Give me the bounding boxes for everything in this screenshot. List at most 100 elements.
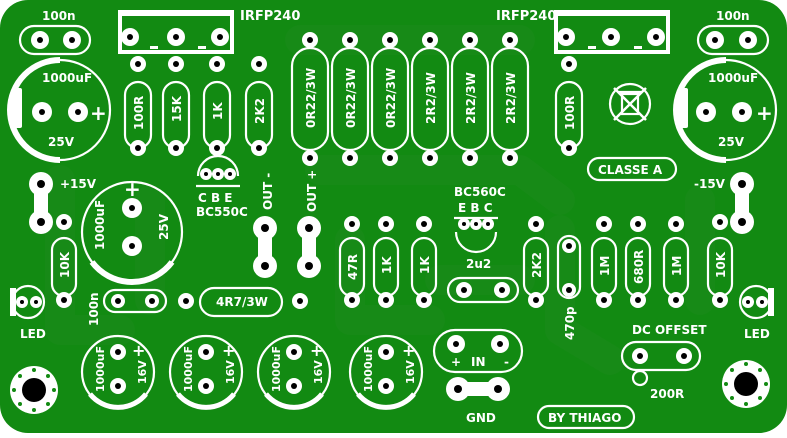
cap-1000uf-bottom-1: + 1000uF 16V — [80, 334, 156, 410]
cap-25v-mid-label: 25V — [157, 213, 171, 240]
resistor-1k-b: 1K — [410, 216, 438, 308]
cap-25v-tl-label: 25V — [48, 135, 75, 149]
cap-1000uf-bottom-2: + 1000uF 16V — [168, 334, 244, 410]
res-2r2-3-label: 2R2/3W — [504, 72, 518, 124]
res-2k2-top-label: 2K2 — [253, 98, 267, 124]
cap-470p: 470p — [556, 234, 582, 340]
plus-sign-mid: + — [124, 177, 141, 201]
resistor-1k-a: 1K — [372, 216, 400, 308]
res-1k-a-label: 1K — [380, 256, 394, 274]
cap-1000uf-tl-label: 1000uF — [42, 71, 92, 85]
res-0r22-2-label: 0R22/3W — [344, 68, 358, 128]
terminal-plus-15v: +15V — [29, 172, 97, 234]
resistor-4r7-3w: 4R7/3W — [178, 286, 308, 318]
res-1m-a-label: 1M — [598, 256, 612, 276]
res-100r-left-label: 100R — [132, 96, 146, 130]
transistor-bc560c: BC560C E B C — [454, 185, 506, 254]
irfp240-right: IRFP240 — [496, 9, 670, 54]
out-plus-label: OUT + — [305, 170, 319, 212]
cap-100n-top-right: 100n — [696, 9, 770, 56]
res-2r2-2-label: 2R2/3W — [464, 72, 478, 124]
led-left: LED — [10, 284, 46, 341]
res-100r-right-label: 100R — [563, 96, 577, 130]
cap-bot-3v-label: 16V — [312, 360, 325, 384]
resistor-47r: 47R — [338, 216, 366, 308]
cap-1000uf-bottom-4: + 1000uF 16V — [348, 334, 424, 410]
plus-sign-b4: + — [402, 341, 415, 360]
res-0r22-3-label: 0R22/3W — [384, 68, 398, 128]
led-right: LED — [738, 284, 774, 341]
res-47r-label: 47R — [346, 254, 360, 280]
cap-1000uf-mid-label: 1000uF — [93, 200, 107, 250]
trimmer-200r-label: 200R — [650, 387, 684, 401]
gnd-label: GND — [466, 411, 496, 425]
minus-15v-label: -15V — [694, 177, 726, 191]
cap-bot-3-label: 1000uF — [270, 346, 283, 392]
cap-100n-left-label: 100n — [42, 9, 76, 23]
bc550c-label: BC550C — [196, 205, 248, 219]
plus-sign-tr: + — [756, 101, 773, 125]
mounting-hole-left — [10, 366, 58, 414]
resistor-1m-b: 1M — [662, 216, 690, 308]
irfp240-left: IRFP240 — [118, 9, 300, 54]
resistor-2k2-mid: 2K2 — [522, 216, 550, 308]
resistor-2r2-2: 2R2/3W — [450, 32, 490, 166]
led-left-label: LED — [20, 327, 46, 341]
plus-sign-b3: + — [310, 341, 323, 360]
cap-bot-4-label: 1000uF — [362, 346, 375, 392]
resistor-100r-right: 100R — [554, 56, 584, 156]
res-2r2-1-label: 2R2/3W — [424, 72, 438, 124]
gnd-terminal: GND — [446, 377, 510, 425]
dc-offset-label: DC OFFSET — [632, 323, 707, 337]
mounting-hole-right — [722, 360, 770, 408]
classe-a-label: CLASSE A — [598, 163, 663, 177]
cap-470p-label: 470p — [563, 306, 577, 340]
res-15k-label: 15K — [170, 95, 184, 122]
by-thiago-label: BY THIAGO — [548, 411, 621, 425]
in-label: IN — [471, 355, 486, 369]
weee-recycle-icon — [608, 82, 652, 126]
resistor-0r22-2: 0R22/3W — [330, 32, 370, 166]
resistor-2r2-3: 2R2/3W — [490, 32, 530, 166]
out-minus-label: OUT - — [261, 173, 275, 210]
resistor-0r22-1: 0R22/3W — [290, 32, 330, 166]
plus-sign-b1: + — [132, 341, 145, 360]
author-badge: BY THIAGO — [536, 404, 636, 430]
cap-100n-right-label: 100n — [716, 9, 750, 23]
bc560c-pins-label: E B C — [458, 201, 493, 215]
irfp240-left-label: IRFP240 — [240, 9, 300, 24]
cap-2u2-label: 2u2 — [466, 257, 491, 271]
cap-100n-top-left: 100n — [18, 9, 92, 56]
output-plus-terminal: OUT + — [297, 170, 321, 278]
cap-1000uf-tr-label: 1000uF — [708, 71, 758, 85]
input-connector: + IN - — [432, 328, 524, 374]
terminal-minus-15v: -15V — [694, 172, 754, 234]
plus-15v-label: +15V — [60, 177, 97, 191]
resistor-0r22-3: 0R22/3W — [370, 32, 410, 166]
dc-offset-trimmer: DC OFFSET 200R — [620, 323, 707, 401]
cap-1000uf-bottom-3: + 1000uF 16V — [256, 334, 332, 410]
irfp240-right-label: IRFP240 — [496, 9, 556, 24]
res-1m-b-label: 1M — [670, 256, 684, 276]
transistor-bc550c: C B E BC550C — [196, 154, 248, 219]
in-minus-label: - — [504, 355, 509, 369]
res-0r22-1-label: 0R22/3W — [304, 68, 318, 128]
cap-bot-2-label: 1000uF — [182, 346, 195, 392]
resistor-1m-a: 1M — [590, 216, 618, 308]
resistor-10k-right: 10K — [706, 214, 734, 308]
resistor-1k-top: 1K — [202, 56, 232, 156]
cap-25v-tr-label: 25V — [718, 135, 745, 149]
copper-traces — [45, 25, 715, 375]
res-680r-label: 680R — [632, 250, 646, 284]
plus-sign-tl: + — [90, 101, 107, 125]
cap-100n-mid: 100n — [87, 288, 168, 326]
cap-1000uf-mid: + 1000uF 25V — [80, 177, 184, 285]
cap-1000uf-top-left: + 1000uF 25V — [7, 57, 112, 163]
bc550c-pins-label: C B E — [198, 191, 233, 205]
res-10k-right-label: 10K — [714, 251, 728, 278]
bc560c-label: BC560C — [454, 185, 506, 199]
output-minus-terminal: OUT - — [253, 173, 277, 278]
